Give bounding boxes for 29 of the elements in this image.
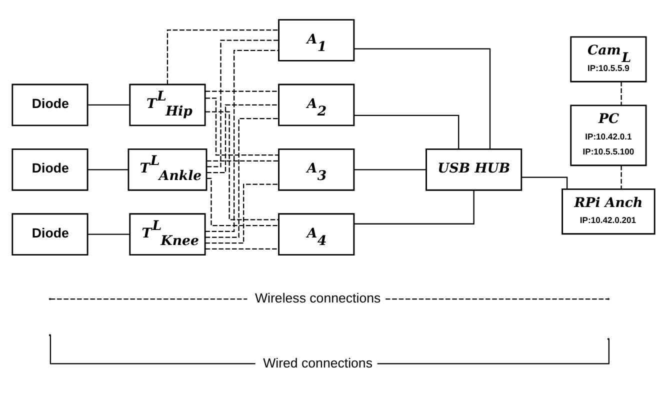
connector bbox=[205, 90, 279, 92]
connector bbox=[205, 97, 279, 156]
node-box: Diode bbox=[12, 83, 88, 126]
node-box: RPi Anch IP:10.42.0.201 bbox=[562, 188, 656, 234]
connector bbox=[354, 168, 426, 170]
node-box: Diode bbox=[12, 212, 88, 256]
connector bbox=[88, 233, 130, 234]
node-box: PC IP:10.42.0.1 IP:10.5.5.100 bbox=[570, 104, 647, 166]
connector bbox=[205, 110, 279, 220]
connector bbox=[206, 39, 279, 167]
connector bbox=[206, 104, 279, 173]
legend-label: Wired connections bbox=[263, 354, 372, 370]
connector bbox=[354, 190, 474, 224]
connector bbox=[354, 48, 491, 149]
connector bbox=[88, 168, 128, 170]
connector bbox=[205, 183, 279, 244]
connector bbox=[166, 28, 278, 84]
node-box: Diode bbox=[12, 148, 88, 190]
connector bbox=[354, 114, 460, 149]
connector bbox=[620, 81, 622, 105]
connector bbox=[620, 164, 622, 188]
connector bbox=[205, 118, 279, 238]
connector bbox=[206, 177, 279, 226]
connector bbox=[88, 104, 130, 106]
connector bbox=[206, 160, 279, 161]
connector bbox=[205, 49, 279, 232]
node-box: USB HUB bbox=[426, 148, 522, 190]
connector bbox=[205, 248, 279, 250]
legend-label: Wireless connections bbox=[255, 290, 381, 306]
